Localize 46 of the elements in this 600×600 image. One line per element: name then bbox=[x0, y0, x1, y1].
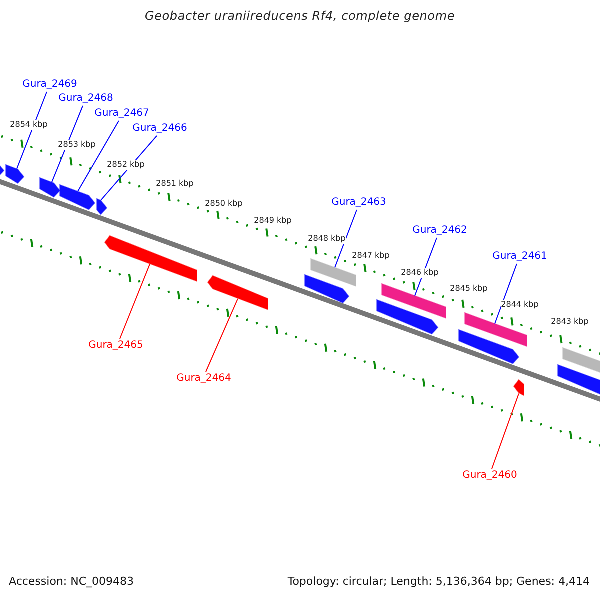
gene-label: Gura_2465 bbox=[88, 340, 144, 352]
gene-feature bbox=[304, 274, 350, 304]
gene-feature bbox=[207, 275, 268, 310]
gene-feature bbox=[310, 258, 356, 288]
gene-feature bbox=[464, 312, 528, 348]
position-label: 2848 kbp bbox=[308, 234, 346, 244]
gene-label: Gura_2466 bbox=[132, 123, 188, 135]
gene-label: Gura_2460 bbox=[462, 470, 518, 482]
leader-line bbox=[16, 92, 48, 170]
gene-label: Gura_2463 bbox=[332, 197, 386, 209]
gene-label: Gura_2461 bbox=[492, 251, 548, 263]
map-info-text: Accession: NC_009483 bbox=[9, 575, 134, 588]
position-label: 2847 kbp bbox=[352, 251, 390, 261]
gene-label: Gura_2468 bbox=[58, 93, 114, 105]
position-label: 2845 kbp bbox=[450, 284, 488, 294]
gene-feature bbox=[458, 329, 520, 364]
leader-line bbox=[120, 264, 150, 340]
position-label: 2844 kbp bbox=[501, 300, 539, 310]
position-label: 2853 kbp bbox=[58, 140, 96, 150]
leader-line bbox=[100, 136, 158, 201]
gene-feature bbox=[96, 198, 108, 216]
leader-line bbox=[492, 393, 520, 470]
gene-label: Gura_2467 bbox=[94, 108, 150, 120]
position-label: 2843 kbp bbox=[551, 317, 589, 327]
position-label: 2850 kbp bbox=[205, 199, 243, 209]
leader-line bbox=[206, 298, 238, 372]
gene-label: Gura_2462 bbox=[412, 225, 468, 237]
gene-label: Gura_2469 bbox=[22, 79, 78, 91]
leader-line bbox=[334, 210, 358, 268]
map-title: Geobacter uraniireducens Rf4, complete genome bbox=[145, 9, 455, 23]
position-label: 2851 kbp bbox=[156, 179, 194, 189]
gene-feature bbox=[558, 364, 600, 396]
gene-feature bbox=[40, 177, 61, 198]
gene-feature bbox=[513, 379, 524, 396]
leader-line bbox=[494, 264, 518, 324]
map-info-text: Topology: circular; Length: 5,136,364 bp; Genes: 4,414 bbox=[288, 575, 590, 588]
gene-feature bbox=[104, 235, 198, 282]
position-label: 2854 kbp bbox=[10, 120, 48, 130]
leader-line bbox=[52, 106, 84, 183]
gene-feature bbox=[382, 283, 446, 319]
position-label: 2849 kbp bbox=[254, 216, 292, 226]
leader-line bbox=[78, 120, 120, 192]
position-label: 2846 kbp bbox=[401, 268, 439, 278]
gene-label: Gura_2464 bbox=[176, 373, 232, 385]
gene-feature bbox=[376, 299, 439, 335]
position-label: 2852 kbp bbox=[107, 160, 145, 170]
